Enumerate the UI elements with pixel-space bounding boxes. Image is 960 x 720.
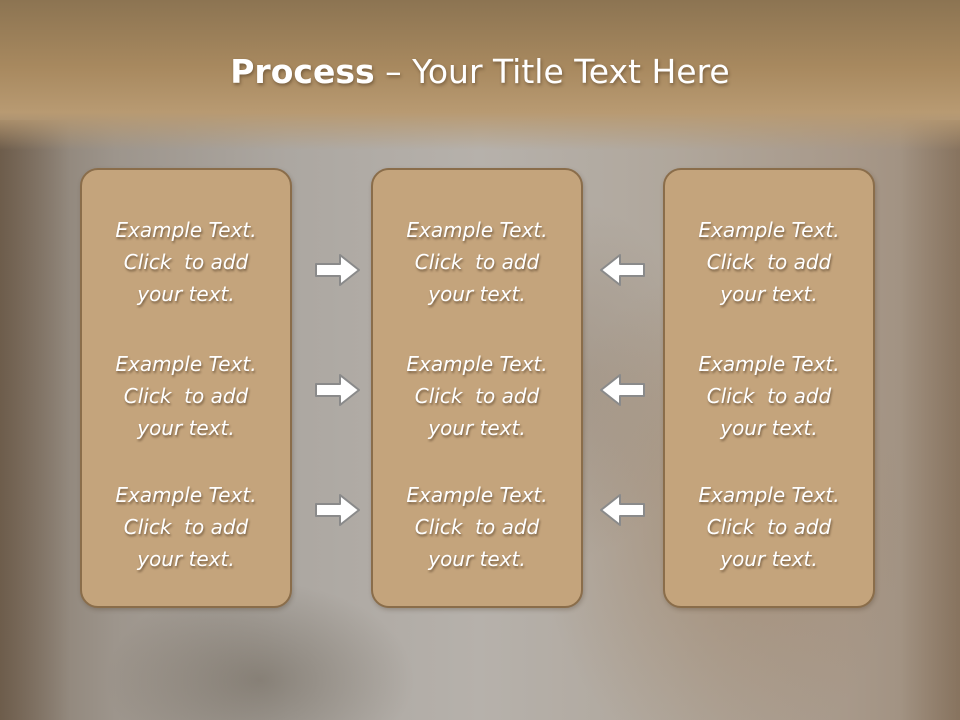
text-line: Click to add [706,250,832,274]
text-block[interactable]: Example Text. Click to add your text. [665,214,873,310]
process-box-left[interactable]: Example Text. Click to add your text. Ex… [80,168,292,608]
arrow-left-icon [600,494,645,526]
text-block[interactable]: Example Text. Click to add your text. [373,479,581,575]
text-line: Example Text. [115,218,257,242]
text-line: Example Text. [698,218,840,242]
text-line: your text. [428,282,526,306]
arrow-left-icon [600,254,645,286]
title-rest: – Your Title Text Here [374,52,730,91]
arrow-right-icon [315,254,360,286]
text-block[interactable]: Example Text. Click to add your text. [373,348,581,444]
process-box-center[interactable]: Example Text. Click to add your text. Ex… [371,168,583,608]
text-line: Example Text. [406,352,548,376]
text-block[interactable]: Example Text. Click to add your text. [373,214,581,310]
text-block[interactable]: Example Text. Click to add your text. [665,479,873,575]
background-wood-left [0,120,70,720]
text-block[interactable]: Example Text. Click to add your text. [665,348,873,444]
text-line: your text. [428,547,526,571]
text-line: Example Text. [698,352,840,376]
text-line: Click to add [123,250,249,274]
text-line: your text. [137,282,235,306]
text-line: your text. [720,416,818,440]
text-line: Click to add [706,384,832,408]
title-strong: Process [230,52,375,91]
text-line: Click to add [414,250,540,274]
title-band [0,0,960,150]
text-line: Example Text. [115,483,257,507]
text-line: your text. [720,547,818,571]
text-line: Click to add [414,384,540,408]
text-line: your text. [137,547,235,571]
text-line: your text. [720,282,818,306]
text-block[interactable]: Example Text. Click to add your text. [82,348,290,444]
text-line: Click to add [123,384,249,408]
background-wood-right [900,120,960,720]
arrow-right-icon [315,374,360,406]
arrow-right-icon [315,494,360,526]
text-block[interactable]: Example Text. Click to add your text. [82,479,290,575]
text-line: your text. [137,416,235,440]
text-line: Example Text. [698,483,840,507]
text-line: Example Text. [115,352,257,376]
text-line: Click to add [414,515,540,539]
text-line: your text. [428,416,526,440]
text-block[interactable]: Example Text. Click to add your text. [82,214,290,310]
text-line: Click to add [706,515,832,539]
text-line: Example Text. [406,218,548,242]
process-box-right[interactable]: Example Text. Click to add your text. Ex… [663,168,875,608]
text-line: Click to add [123,515,249,539]
text-line: Example Text. [406,483,548,507]
slide-title[interactable]: Process – Your Title Text Here [0,52,960,91]
arrow-left-icon [600,374,645,406]
